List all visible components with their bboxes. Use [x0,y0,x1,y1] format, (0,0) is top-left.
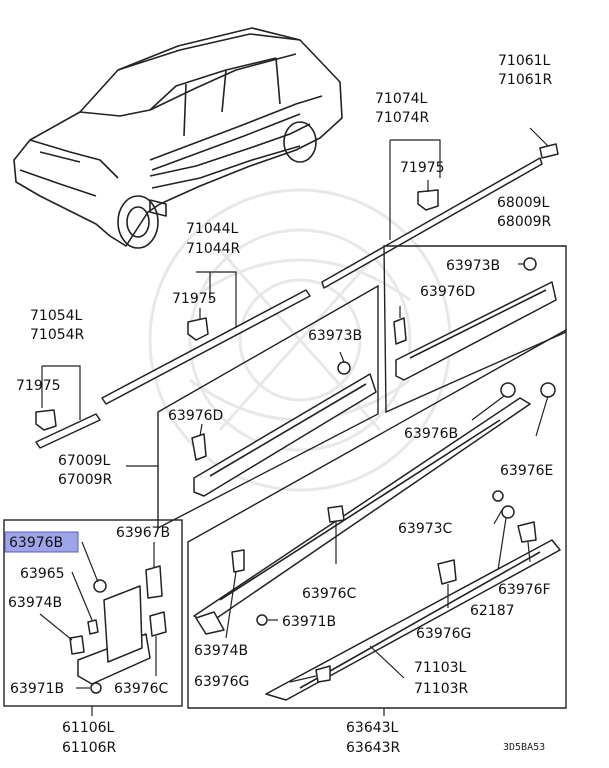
molding-71061 [529,127,559,159]
label-61106R[interactable]: 61106R [62,740,117,756]
label-71103R[interactable]: 71103R [414,681,469,697]
label-63974B-a[interactable]: 63974B [8,595,62,611]
label-63971B-b[interactable]: 63971B [10,681,64,697]
highlight-63976b [4,531,79,553]
label-63976D-a[interactable]: 63976D [420,284,475,300]
label-63967B[interactable]: 63967B [116,525,170,541]
label-63973B-b[interactable]: 63973B [308,328,362,344]
label-71103L[interactable]: 71103L [414,660,467,676]
label-63976B-a[interactable]: 63976B [404,426,458,442]
label-71975-a[interactable]: 71975 [400,160,445,176]
label-63971B-a[interactable]: 63971B [282,614,336,630]
car-outline-icon [13,27,343,249]
label-63643L[interactable]: 63643L [346,720,399,736]
diagram-code: 3D5BA53 [503,742,545,753]
label-71074L[interactable]: 71074L [375,91,428,107]
molding-71054 [35,365,101,449]
label-71074R[interactable]: 71074R [375,110,430,126]
clip-71975-a [417,180,439,211]
label-63976G[interactable]: 63976G [416,626,471,642]
label-63974B-b[interactable]: 63974B [194,643,248,659]
label-63976B-b[interactable]: 63976B [9,535,63,551]
label-63976F[interactable]: 63976F [498,582,551,598]
label-71975-b[interactable]: 71975 [172,291,217,307]
label-63643R[interactable]: 63643R [346,740,401,756]
clip-71975-b [187,308,209,341]
label-62187[interactable]: 62187 [470,603,515,619]
label-68009R[interactable]: 68009R [497,214,552,230]
clip-71975-c [35,409,57,431]
label-71054R[interactable]: 71054R [30,327,85,343]
molding-71074 [321,139,543,289]
label-63973C[interactable]: 63973C [398,521,453,537]
label-71054L[interactable]: 71054L [30,308,83,324]
label-61106L[interactable]: 61106L [62,720,115,736]
molding-71044 [101,271,311,405]
label-68009L[interactable]: 68009L [497,195,550,211]
label-63976G-b[interactable]: 63976G [194,674,249,690]
label-71061L[interactable]: 71061L [498,53,551,69]
label-67009R[interactable]: 67009R [58,472,113,488]
door-panel-68009 [383,245,567,414]
label-63973B-a[interactable]: 63973B [446,258,500,274]
label-63976D-b[interactable]: 63976D [168,408,223,424]
mudflap-assembly-61106 [3,519,183,716]
label-63965[interactable]: 63965 [20,566,65,582]
label-63976C-b[interactable]: 63976C [114,681,169,697]
label-71044R[interactable]: 71044R [186,241,241,257]
label-63976C-a[interactable]: 63976C [302,586,357,602]
label-67009L[interactable]: 67009L [58,453,111,469]
label-71061R[interactable]: 71061R [498,72,553,88]
label-71975-c[interactable]: 71975 [16,378,61,394]
label-63976E[interactable]: 63976E [500,463,553,479]
label-71044L[interactable]: 71044L [186,221,239,237]
door-panel-67009 [126,284,379,530]
sill-panel-63643 [187,328,567,716]
